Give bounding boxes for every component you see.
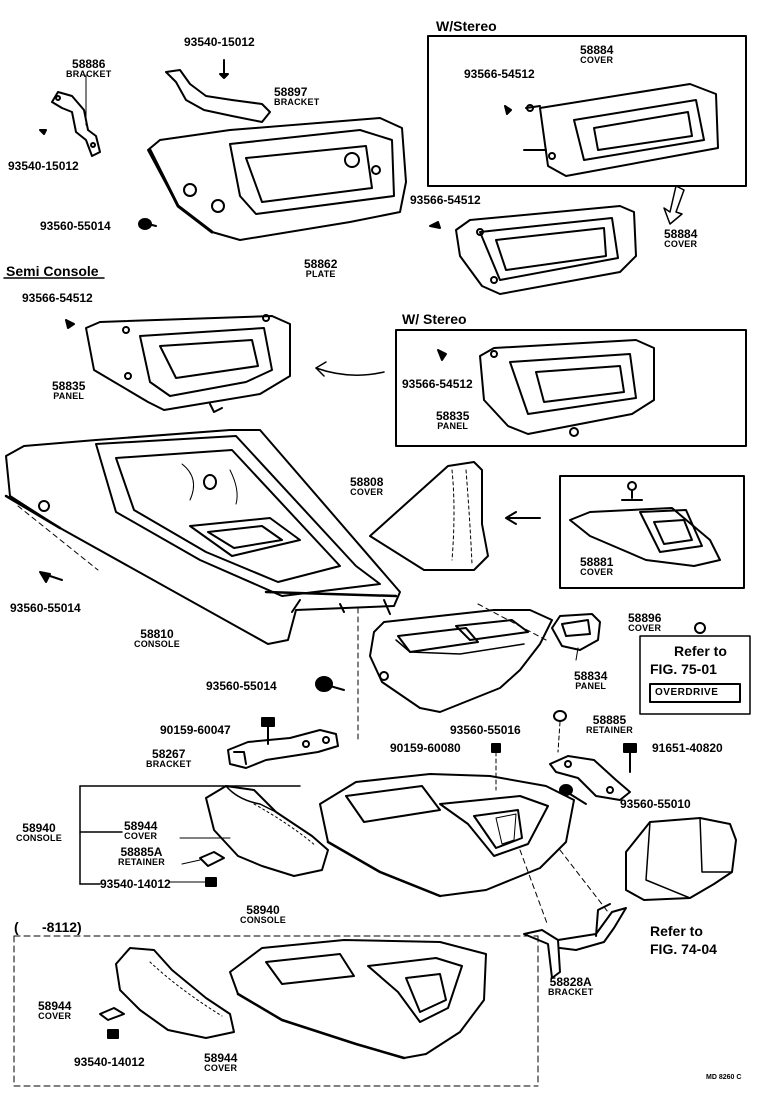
cover-armrest-ref [625,817,737,901]
part-93540-14012-b: 93540-14012 [74,1055,145,1069]
cover-58944-lower-drawing [99,947,235,1039]
bracket-58897-drawing [165,59,271,123]
semi-console-header: Semi Console [6,263,99,279]
overdrive-badge: OVERDRIVE [655,687,719,698]
lower-bracket-box [13,935,539,1087]
part-91651-40820: 91651-40820 [652,741,723,755]
part-93560-55010: 93560-55010 [620,797,691,811]
refer-box-1 [639,635,751,715]
console-58810-drawing [4,429,401,645]
part-90159-60080: 90159-60080 [390,741,461,755]
part-93560-55014-b: 93560-55014 [10,601,81,615]
retainer-58885-drawing [549,755,631,801]
stereo-top-header: W/Stereo [436,18,497,34]
leader-dash [17,505,99,571]
cover-58944-upper-drawing [179,785,329,877]
part-90159-60047: 90159-60047 [160,723,231,737]
part-93540-15012-b: 93540-15012 [8,159,79,173]
curved-arrow-mid [315,367,385,376]
bracket-58267-drawing [227,729,339,769]
stereo-mid-header: W/ Stereo [402,311,467,327]
ref-marker [694,622,706,634]
screw-93560-55016 [553,710,567,753]
panel-58835-drawing [65,314,291,413]
refer-to-2: Refer to [650,923,703,939]
screw-93560-mid [315,676,345,692]
screw-91651 [623,743,637,773]
group-bracket-upper [79,785,301,885]
part-93566-54512-d: 93566-54512 [402,377,473,391]
panel-58835-stereo-drawing [437,339,655,437]
refer-fig-75-01: FIG. 75-01 [650,661,717,677]
arrow-left [505,511,541,525]
refer-to-1: Refer to [674,643,727,659]
stereo-lower-box [559,475,745,589]
cover-58896-drawing [551,613,601,661]
screw-93560-55010 [559,784,587,805]
part-93566-54512-a: 93566-54512 [464,67,535,81]
screw-93540-c [169,877,217,887]
part-93560-55014-c: 93560-55014 [206,679,277,693]
screw-93560-left [39,571,63,583]
part-93560-55014-a: 93560-55014 [40,219,111,233]
range-paren: ( [14,919,19,935]
part-93566-54512-b: 93566-54512 [410,193,481,207]
console-58940-drawing [319,773,609,927]
refer-fig-74-04: FIG. 74-04 [650,941,717,957]
panel-58834-drawing [369,603,553,713]
bolt-90159-a [261,717,275,745]
plate-58862-drawing [138,117,407,241]
arrow-down [663,185,685,225]
range-header: -8112) [42,919,82,935]
cover-58881-drawing [569,481,721,567]
footer-code: MD 8260 C [706,1074,742,1081]
cover-58884-top-drawing [504,83,719,177]
cover-58884-lower-drawing [429,205,637,295]
stereo-mid-box [395,329,747,447]
part-93540-15012-a: 93540-15012 [184,35,255,49]
bracket-58886-drawing [39,74,101,157]
bolt-90159-b [491,743,501,791]
part-93566-54512-c: 93566-54512 [22,291,93,305]
part-93560-55016: 93560-55016 [450,723,521,737]
bracket-58828a-drawing [523,903,627,979]
part-93540-14012-a: 93540-14012 [100,877,171,891]
stereo-top-box [427,35,747,187]
console-58940-lower-drawing [229,939,487,1060]
overdrive-badge-frame [649,683,741,703]
cover-58808-drawing [369,461,489,571]
retainer-58885a-drawing [181,851,225,867]
